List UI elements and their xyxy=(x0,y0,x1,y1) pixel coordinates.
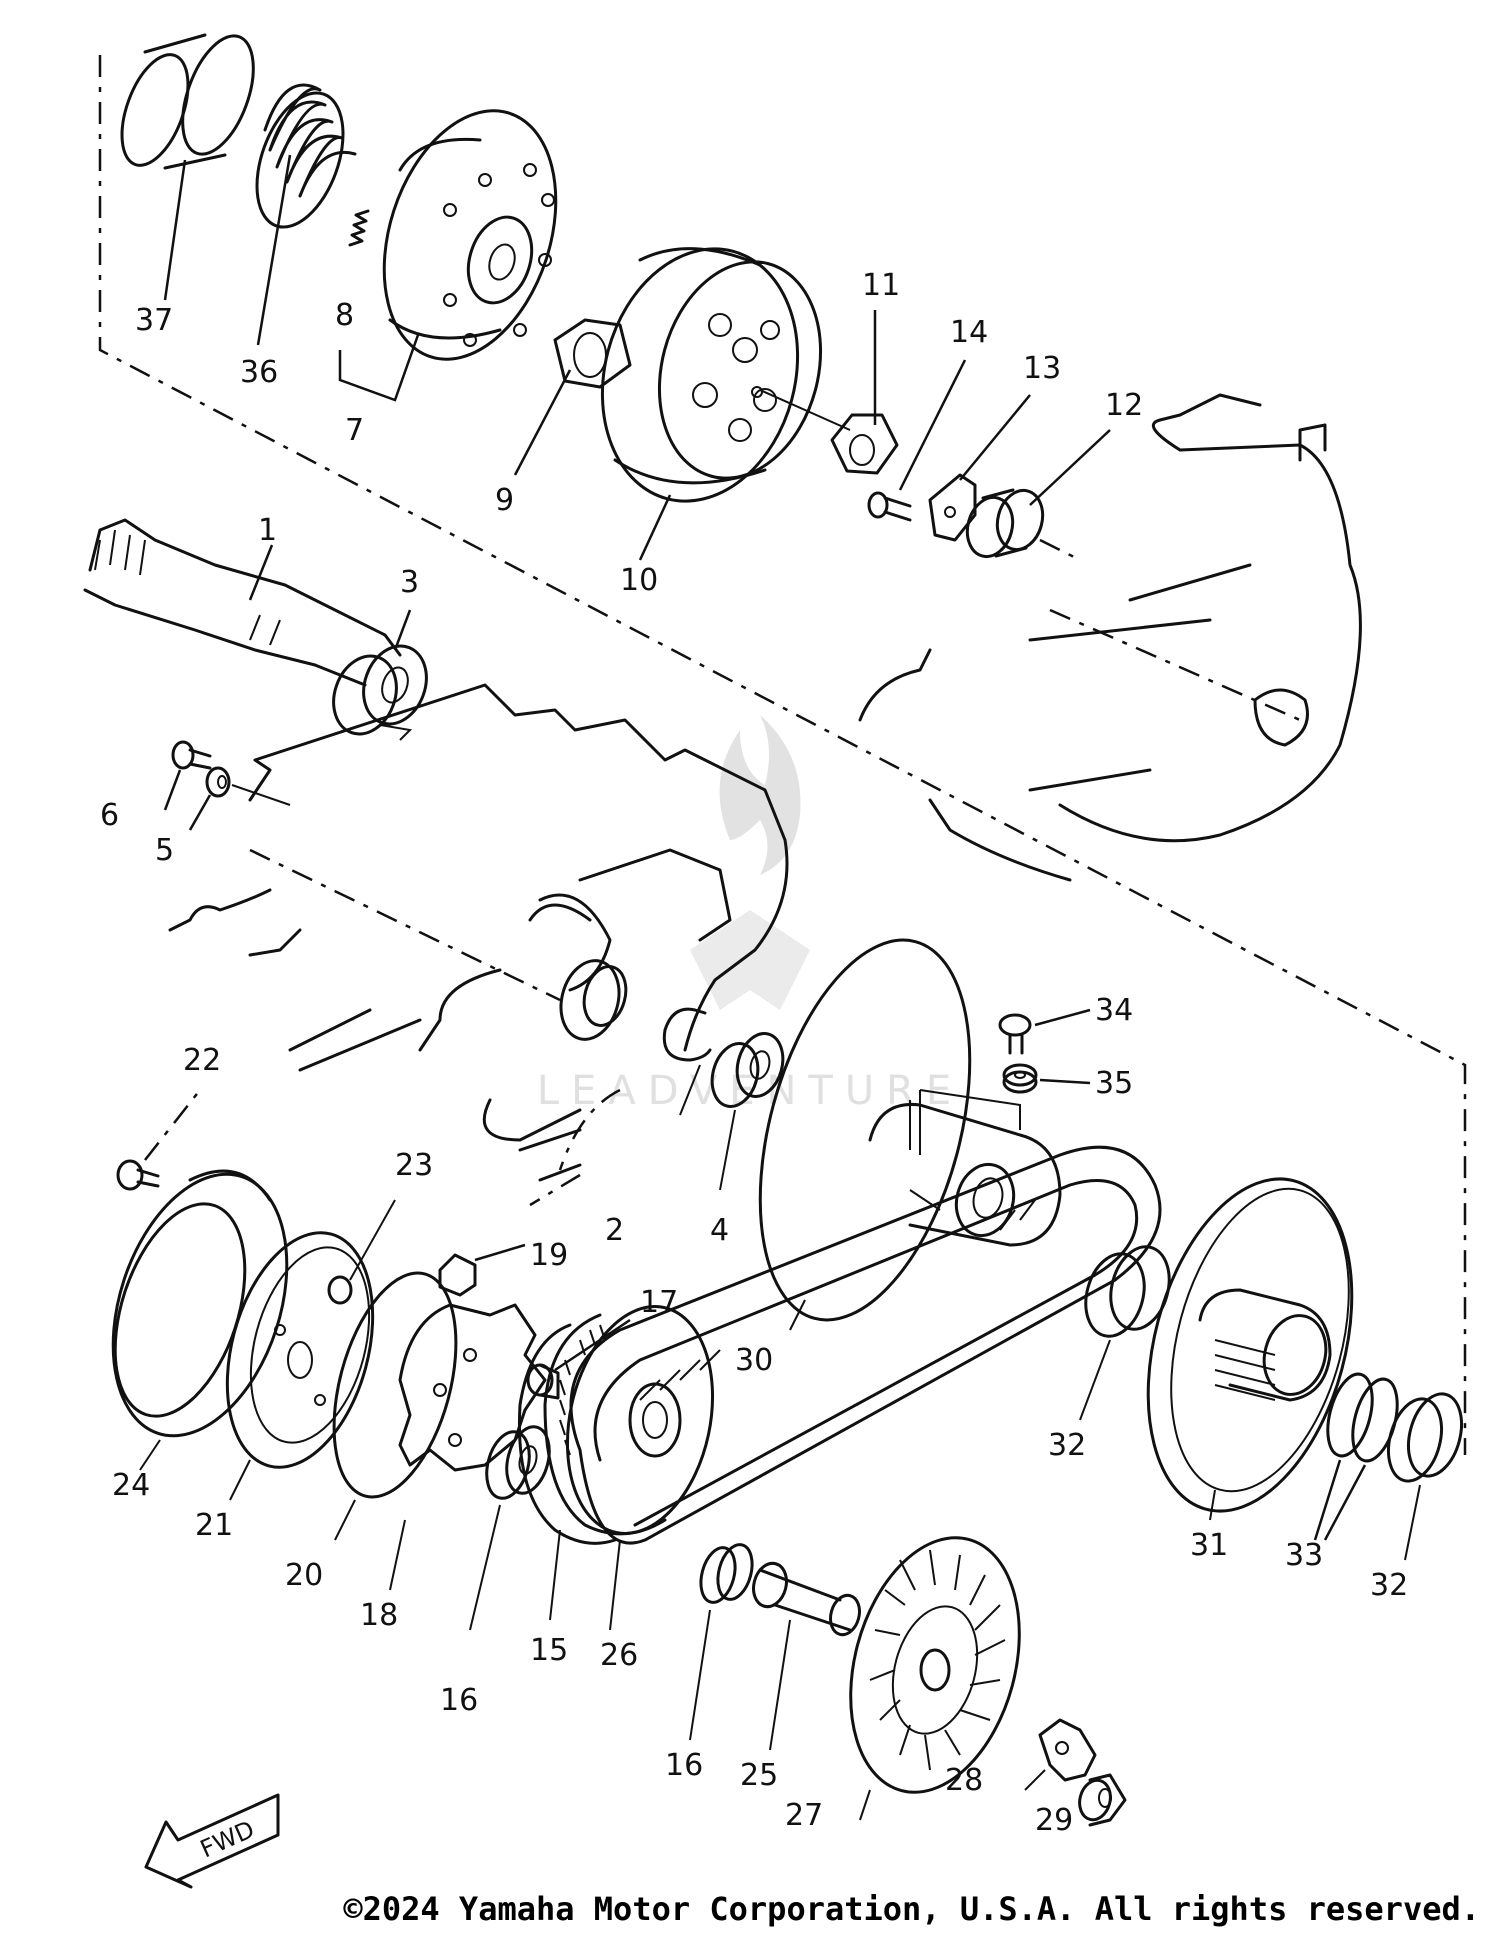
label-23: 23 xyxy=(395,1148,433,1183)
part-36-spring xyxy=(255,83,357,229)
part-25-collar xyxy=(752,1561,861,1751)
label-5: 5 xyxy=(155,833,174,868)
part-2-circlip xyxy=(662,1007,712,1116)
part-1-drive-shaft xyxy=(83,518,402,687)
label-15: 15 xyxy=(530,1633,568,1668)
part-8-small-spring xyxy=(348,209,370,247)
label-8: 8 xyxy=(335,298,354,333)
part-24-cover xyxy=(111,1169,289,1471)
part-17-weight-roller xyxy=(526,1318,631,1400)
label-35: 35 xyxy=(1095,1066,1133,1101)
label-29: 29 xyxy=(1035,1803,1073,1838)
label-19: 19 xyxy=(530,1238,568,1273)
label-7: 7 xyxy=(345,413,364,448)
part-31-sliding-sheave xyxy=(1146,1177,1354,1521)
part-26-sheave-boss xyxy=(609,1382,682,1631)
part-16-washer-right xyxy=(689,1543,754,1741)
crankcase-outline xyxy=(168,683,789,1207)
label-10: 10 xyxy=(620,563,658,598)
v-belt xyxy=(569,1145,1162,1545)
part-5-washer xyxy=(205,766,291,806)
label-32a: 32 xyxy=(1048,1428,1086,1463)
part-35-washer xyxy=(919,1063,1091,1155)
fwd-direction-marker: FWD xyxy=(144,1793,280,1889)
label-37: 37 xyxy=(135,303,173,338)
part-22-screw xyxy=(116,1089,201,1191)
label-6: 6 xyxy=(100,798,119,833)
part-21-cam-plate xyxy=(225,1231,375,1501)
part-32-bushing-right xyxy=(1387,1392,1463,1561)
part-14-bolt xyxy=(867,491,912,522)
label-16b: 16 xyxy=(665,1748,703,1783)
part-18-cam xyxy=(389,1303,547,1591)
part-labels: 1 2 3 4 5 6 7 8 9 10 11 12 13 14 15 16 1… xyxy=(100,268,1408,1838)
label-16a: 16 xyxy=(440,1683,478,1718)
part-23-slider xyxy=(327,1199,396,1305)
watermark-logo-icon xyxy=(690,715,810,1010)
part-27-fan-sheave xyxy=(849,1536,1021,1821)
label-32b: 32 xyxy=(1370,1568,1408,1603)
crankcase-cover-outline xyxy=(858,393,1362,882)
label-17: 17 xyxy=(640,1285,678,1320)
label-14: 14 xyxy=(950,315,988,350)
label-28: 28 xyxy=(945,1763,983,1798)
part-29-nut xyxy=(1078,1773,1127,1827)
reference-lines xyxy=(98,55,1467,1455)
part-4-oil-seal xyxy=(710,1032,785,1191)
label-1: 1 xyxy=(258,513,277,548)
label-36: 36 xyxy=(240,355,278,390)
label-11: 11 xyxy=(862,268,900,303)
label-33: 33 xyxy=(1285,1538,1323,1573)
label-2: 2 xyxy=(605,1213,624,1248)
label-27: 27 xyxy=(785,1798,823,1833)
part-6-bolt xyxy=(171,740,212,770)
part-11-nut xyxy=(830,413,899,475)
label-9: 9 xyxy=(495,483,514,518)
label-31: 31 xyxy=(1190,1528,1228,1563)
label-22: 22 xyxy=(183,1043,221,1078)
label-3: 3 xyxy=(400,565,419,600)
label-4: 4 xyxy=(710,1213,729,1248)
part-20-ring xyxy=(332,1271,458,1541)
label-leader-lines xyxy=(163,154,1111,831)
part-34-bolt xyxy=(998,1008,1091,1055)
part-19-clip xyxy=(438,1243,526,1297)
label-13: 13 xyxy=(1023,351,1061,386)
label-25: 25 xyxy=(740,1758,778,1793)
part-16-seal-left xyxy=(469,1425,551,1631)
part-3-bearing xyxy=(332,644,428,741)
label-30: 30 xyxy=(735,1343,773,1378)
part-12-bearing xyxy=(965,488,1045,559)
part-7-clutch-carrier xyxy=(382,109,558,361)
label-24: 24 xyxy=(112,1468,150,1503)
part-15-primary-sheave xyxy=(517,1305,715,1621)
label-21: 21 xyxy=(195,1508,233,1543)
label-18: 18 xyxy=(360,1598,398,1633)
part-13-lock-plate xyxy=(928,473,977,542)
copyright-notice: ©2024 Yamaha Motor Corporation, U.S.A. A… xyxy=(343,1890,1480,1928)
part-37-clutch-housing-cup xyxy=(120,33,255,170)
part-10-clutch-drum xyxy=(600,247,851,503)
label-34: 34 xyxy=(1095,993,1133,1028)
part-28-washer-plate xyxy=(1024,1718,1097,1791)
label-20: 20 xyxy=(285,1558,323,1593)
label-26: 26 xyxy=(600,1638,638,1673)
part-32-bushing-upper xyxy=(1079,1245,1171,1421)
label-12: 12 xyxy=(1105,388,1143,423)
